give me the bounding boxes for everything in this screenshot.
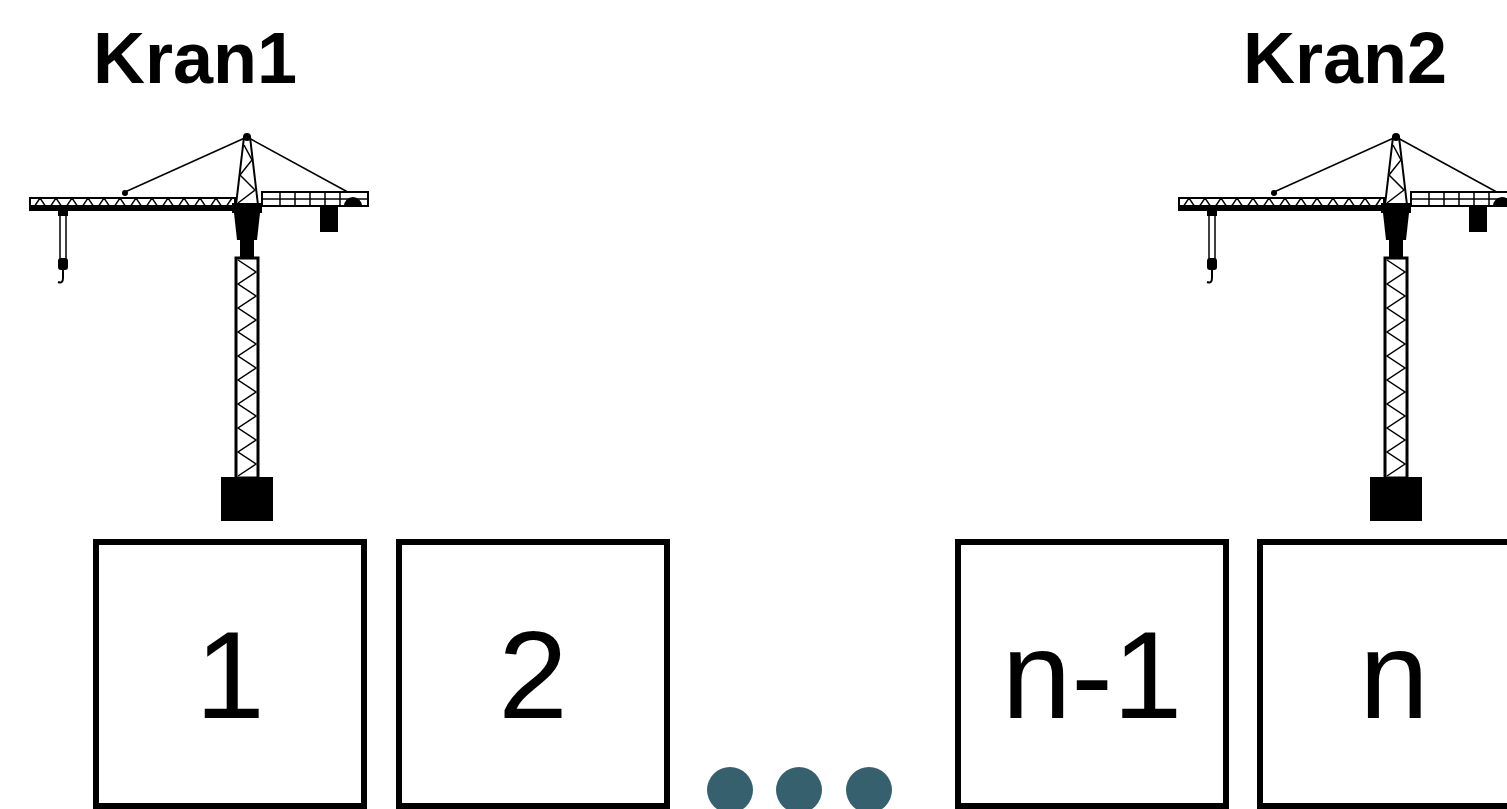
box-number: n <box>1359 612 1429 737</box>
ellipsis-dot <box>776 767 822 809</box>
box-number: 2 <box>498 612 568 737</box>
numbered-box: 1 <box>93 539 367 809</box>
crane-label: Kran2 <box>1243 22 1447 94</box>
numbered-box: 2 <box>396 539 670 809</box>
crane-right <box>1179 133 1507 521</box>
numbered-box: n-1 <box>955 539 1229 809</box>
ellipsis-dot <box>846 767 892 809</box>
box-number: 1 <box>195 612 265 737</box>
ellipsis-dot <box>707 767 753 809</box>
crane-left <box>30 133 368 521</box>
numbered-box: n <box>1257 539 1507 809</box>
box-number: n-1 <box>1002 612 1183 737</box>
crane-label: Kran1 <box>93 22 297 94</box>
